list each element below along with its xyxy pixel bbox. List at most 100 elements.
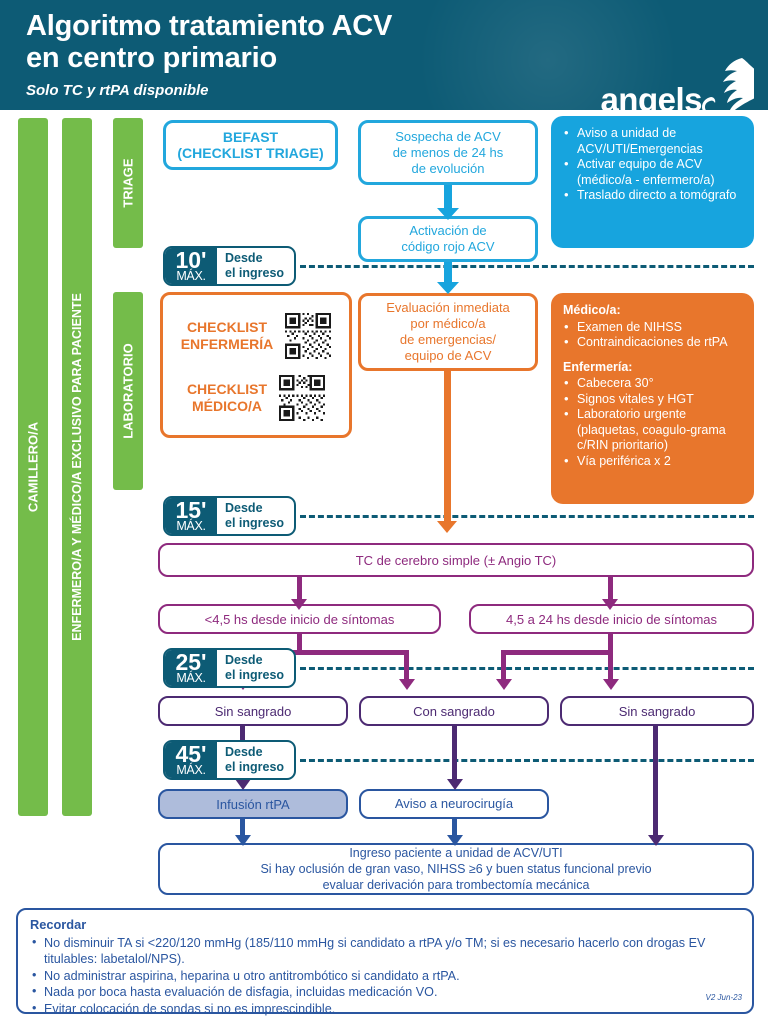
time-badge-25-max: MÁX.: [176, 670, 206, 685]
ventana-izq-label: <4,5 hs desde inicio de síntomas: [204, 611, 395, 627]
checklist-qr-box[interactable]: CHECKLIST ENFERMERÍA: [160, 292, 352, 438]
arrowhead-ventana-der-to-con: [496, 679, 512, 690]
orange-panel-nurse-item: Signos vitales y HGT: [563, 391, 744, 408]
arrowhead-sin-sangrado-der-ingreso: [648, 835, 664, 846]
aviso-neurocirugia-label: Aviso a neurocirugía: [394, 796, 514, 811]
time-badge-10: 10' MÁX. Desde el ingreso: [163, 246, 297, 286]
evaluacion-line1: Evaluación inmediata: [386, 300, 510, 315]
sin-sangrado-izq-box[interactable]: Sin sangrado: [158, 696, 348, 726]
page-title-line1: Algoritmo tratamiento ACV: [26, 10, 393, 42]
time-badge-10-line1: Desde: [225, 251, 263, 265]
dashed-line-15min: [300, 515, 754, 518]
blue-panel-item: Aviso a unidad de ACV/UTI/Emergencias: [563, 125, 744, 157]
connector-tc-ventana-izq: [297, 577, 302, 601]
connector-sin-sangrado-der-ingreso: [653, 726, 658, 839]
page-title-line2: en centro primario: [26, 42, 278, 74]
tc-cerebro-box[interactable]: TC de cerebro simple (± Angio TC): [158, 543, 754, 577]
checklist-doctor-label: CHECKLIST MÉDICO/A: [187, 381, 267, 415]
arrowhead-neurocirugia-ingreso: [447, 835, 463, 846]
orange-panel-nurse-title: Enfermería:: [563, 359, 633, 374]
checklist-doctor-line1: CHECKLIST: [186, 381, 268, 397]
time-badge-10-line2: el ingreso: [225, 266, 285, 280]
activacion-codigo-rojo-box[interactable]: Activación de código rojo ACV: [358, 216, 538, 262]
connector-ventana-der-stem: [608, 634, 613, 654]
connector-neurocirugia-ingreso: [452, 819, 457, 839]
page-title: Algoritmo tratamiento ACV en centro prim…: [26, 10, 392, 74]
lane-triage: TRIAGE: [113, 118, 143, 248]
con-sangrado-label: Con sangrado: [413, 703, 495, 719]
befast-line2: (CHECKLIST TRIAGE): [177, 145, 324, 161]
befast-line1: BEFAST: [222, 129, 279, 145]
recordar-item: No disminuir TA si <220/120 mmHg (185/11…: [30, 934, 740, 968]
checklist-nurse-row[interactable]: CHECKLIST ENFERMERÍA: [173, 313, 339, 359]
checklist-doctor-row[interactable]: CHECKLIST MÉDICO/A: [173, 375, 339, 421]
blue-panel-item: Traslado directo a tomógrafo: [563, 187, 744, 204]
orange-panel-doctor-item: Examen de NIHSS: [563, 319, 744, 336]
time-badge-45-max: MÁX.: [176, 762, 206, 777]
infusion-rtpa-label: Infusión rtPA: [216, 796, 290, 812]
medico-enfermeria-panel: Médico/a: Examen de NIHSS Contraindicaci…: [551, 293, 754, 504]
dashed-line-45min: [300, 759, 754, 762]
activacion-line1: Activación de: [409, 223, 487, 238]
recordar-item: No administrar aspirina, heparina u otro…: [30, 967, 740, 985]
connector-ventana-izq-bar: [240, 650, 409, 655]
connector-ventana-izq-to-con: [404, 650, 409, 683]
checklist-nurse-line1: CHECKLIST: [186, 319, 268, 335]
connector-con-sangrado-neurocirugia: [452, 726, 457, 782]
checklist-nurse-label: CHECKLIST ENFERMERÍA: [181, 319, 274, 353]
sospecha-acv-box[interactable]: Sospecha de ACV de menos de 24 hs de evo…: [358, 120, 538, 185]
ingreso-line2: Si hay oclusión de gran vaso, NIHSS ≥6 y…: [260, 862, 652, 876]
time-badge-45-line2: el ingreso: [225, 760, 285, 774]
connector-ventana-der-bar: [501, 650, 613, 655]
arrowhead-activacion-evaluacion: [437, 282, 459, 294]
evaluacion-line2: por médico/a: [410, 316, 486, 331]
time-badge-25: 25' MÁX. Desde el ingreso: [163, 648, 297, 688]
lane-triage-label: TRIAGE: [120, 158, 136, 208]
befast-checklist-box[interactable]: BEFAST (CHECKLIST TRIAGE): [163, 120, 338, 170]
lane-enfermero-medico: ENFERMERO/A Y MÉDICO/A EXCLUSIVO PARA PA…: [62, 118, 92, 816]
evaluacion-inmediata-box[interactable]: Evaluación inmediata por médico/a de eme…: [358, 293, 538, 371]
ingreso-unidad-acv-box[interactable]: Ingreso paciente a unidad de ACV/UTI Si …: [158, 843, 754, 895]
checklist-nurse-line2: ENFERMERÍA: [180, 336, 274, 352]
aviso-neurocirugia-box[interactable]: Aviso a neurocirugía: [359, 789, 549, 819]
sin-sangrado-der-box[interactable]: Sin sangrado: [560, 696, 754, 726]
ventana-der-label: 4,5 a 24 hs desde inicio de síntomas: [505, 611, 718, 627]
lane-camillero: CAMILLERO/A: [18, 118, 48, 816]
version-label: V2 Jun-23: [705, 992, 742, 1002]
time-badge-15-line2: el ingreso: [225, 516, 285, 530]
recordar-item: Nada por boca hasta evaluación de disfag…: [30, 983, 740, 1001]
sin-sangrado-izq-label: Sin sangrado: [214, 703, 292, 719]
lane-enfermero-medico-label: ENFERMERO/A Y MÉDICO/A EXCLUSIVO PARA PA…: [70, 293, 84, 641]
dashed-line-25min: [300, 667, 754, 670]
time-badge-25-line1: Desde: [225, 653, 263, 667]
recordar-panel: Recordar No disminuir TA si <220/120 mmH…: [16, 908, 754, 1016]
connector-evaluacion-tc: [444, 371, 451, 523]
dashed-line-10min: [300, 265, 754, 268]
connector-infusion-ingreso: [240, 819, 245, 839]
activacion-line2: código rojo ACV: [401, 239, 495, 254]
infusion-rtpa-box[interactable]: Infusión rtPA: [158, 789, 348, 819]
time-badge-25-value: 25': [175, 648, 207, 675]
qr-code-icon-enfermeria[interactable]: [285, 313, 332, 359]
time-badge-15-max: MÁX.: [176, 518, 206, 533]
con-sangrado-box[interactable]: Con sangrado: [359, 696, 549, 726]
arrowhead-evaluacion-tc: [437, 521, 457, 533]
time-badge-10-max: MÁX.: [176, 268, 206, 283]
orange-panel-doctor-title: Médico/a:: [563, 303, 621, 317]
blue-panel-item: Activar equipo de ACV (médico/a - enferm…: [563, 156, 744, 188]
evaluacion-line4: equipo de ACV: [404, 348, 492, 363]
time-badge-45-line1: Desde: [225, 745, 263, 759]
connector-sospecha-activacion: [444, 185, 452, 210]
arrowhead-sin-sangrado-infusion: [235, 779, 251, 790]
time-badge-25-line2: el ingreso: [225, 668, 285, 682]
qr-code-icon-medico[interactable]: [279, 375, 326, 421]
arrowhead-con-sangrado-neurocirugia: [447, 779, 463, 790]
orange-panel-nurse-item: Laboratorio urgente (plaquetas, coagulo-…: [563, 406, 744, 454]
time-badge-15: 15' MÁX. Desde el ingreso: [163, 496, 297, 536]
acciones-inmediatas-panel: Aviso a unidad de ACV/UTI/Emergencias Ac…: [551, 116, 754, 248]
connector-ventana-izq-stem: [297, 634, 302, 654]
connector-ventana-der-to-sin: [608, 650, 613, 683]
arrowhead-tc-ventana-izq: [291, 599, 307, 610]
lane-laboratorio-label: LABORATORIO: [120, 343, 136, 439]
